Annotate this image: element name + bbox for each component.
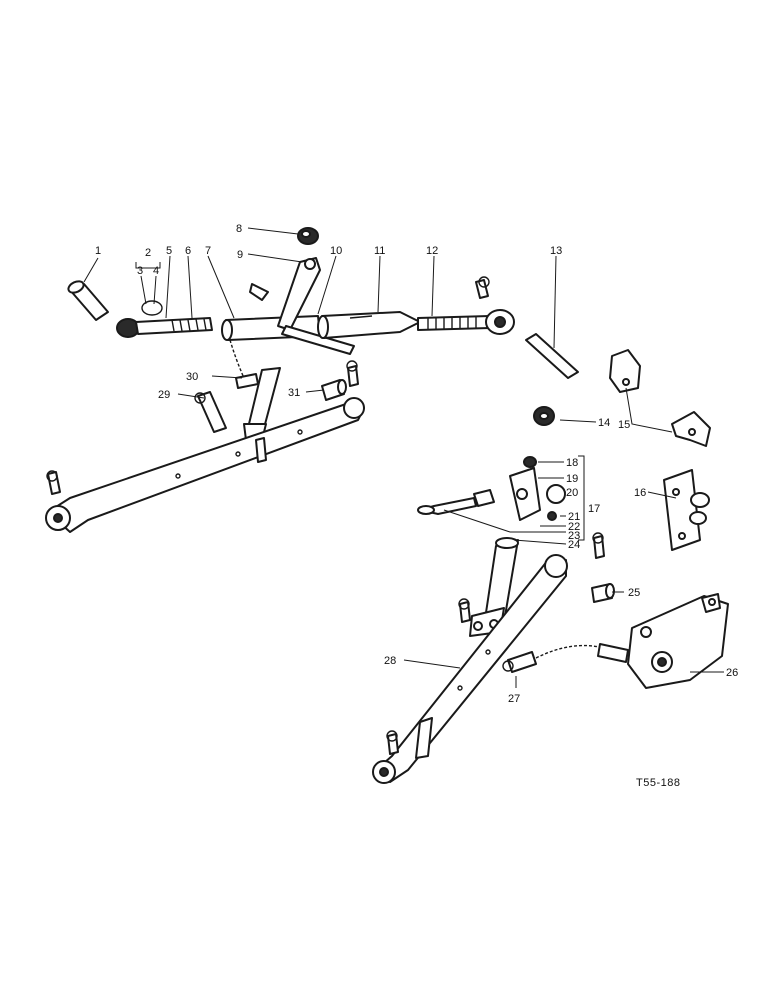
part-22-23-pin-clip [592, 532, 605, 559]
part-3-4-clip [141, 300, 163, 316]
callout-18: 18 [566, 457, 578, 469]
part-12-threaded-rod [417, 276, 515, 335]
callout-11: 11 [374, 245, 385, 257]
part-8-nut [297, 227, 319, 245]
callout-2: 2 [145, 247, 151, 259]
part-25-bush [591, 583, 615, 603]
part-28-right-lower-link [372, 554, 568, 784]
part-31-bush [321, 360, 359, 401]
callout-17: 17 [588, 503, 600, 515]
callout-13: 13 [550, 245, 562, 257]
part-10-cross-pin [281, 325, 355, 355]
callout-21: 21 [568, 511, 580, 523]
callout-6: 6 [185, 245, 191, 257]
callout-16: 16 [634, 487, 646, 499]
callout-15: 15 [618, 419, 630, 431]
callout-30: 30 [186, 371, 198, 383]
callout-10: 10 [330, 245, 342, 257]
part-21-ball [547, 511, 557, 521]
part-15-bracket-lower [671, 411, 711, 447]
part-30-chain [229, 339, 259, 389]
part-26-drawbar-bracket [627, 593, 729, 689]
callout-19: 19 [566, 473, 578, 485]
callout-1: 1 [95, 245, 101, 257]
callout-4: 4 [153, 265, 159, 277]
part-14-nut [533, 406, 555, 426]
part-1-pin [67, 280, 109, 321]
reference-code: T55-188 [636, 777, 680, 789]
callout-24: 24 [568, 539, 580, 551]
part-20-cap [546, 484, 566, 504]
part-18-levelling-cap [523, 456, 537, 468]
callout-3: 3 [137, 265, 143, 277]
callout-28: 28 [384, 655, 396, 667]
left-lower-link-arm [45, 397, 365, 533]
callout-26: 26 [726, 667, 738, 679]
part-15-bracket-upper [609, 349, 641, 393]
callout-29: 29 [158, 389, 170, 401]
callout-25: 25 [628, 587, 640, 599]
callout-23: 23 [568, 530, 580, 542]
part-5-6-ball-end-rod [116, 317, 213, 338]
part-29-pin [194, 391, 227, 433]
leader-lines [83, 227, 724, 688]
callout-7: 7 [205, 245, 211, 257]
callout-labels: 1 2 3 4 5 6 7 8 9 10 11 12 13 14 15 16 1… [95, 223, 738, 705]
part-27-pin [502, 643, 629, 673]
part-13-pin [525, 333, 579, 379]
callout-14: 14 [598, 417, 610, 429]
part-9-lever-arm [249, 257, 321, 331]
callout-5: 5 [166, 245, 172, 257]
callout-31: 31 [288, 387, 300, 399]
callout-27: 27 [508, 693, 520, 705]
callout-22: 22 [568, 521, 580, 533]
part-11-sleeve [317, 311, 421, 339]
part-16-mounting-plate [663, 469, 710, 551]
part-19-levelling-box [509, 467, 541, 521]
callout-12: 12 [426, 245, 438, 257]
callout-20: 20 [566, 487, 578, 499]
callout-8: 8 [236, 223, 242, 235]
crank-handle [417, 489, 495, 515]
callout-9: 9 [237, 249, 243, 261]
